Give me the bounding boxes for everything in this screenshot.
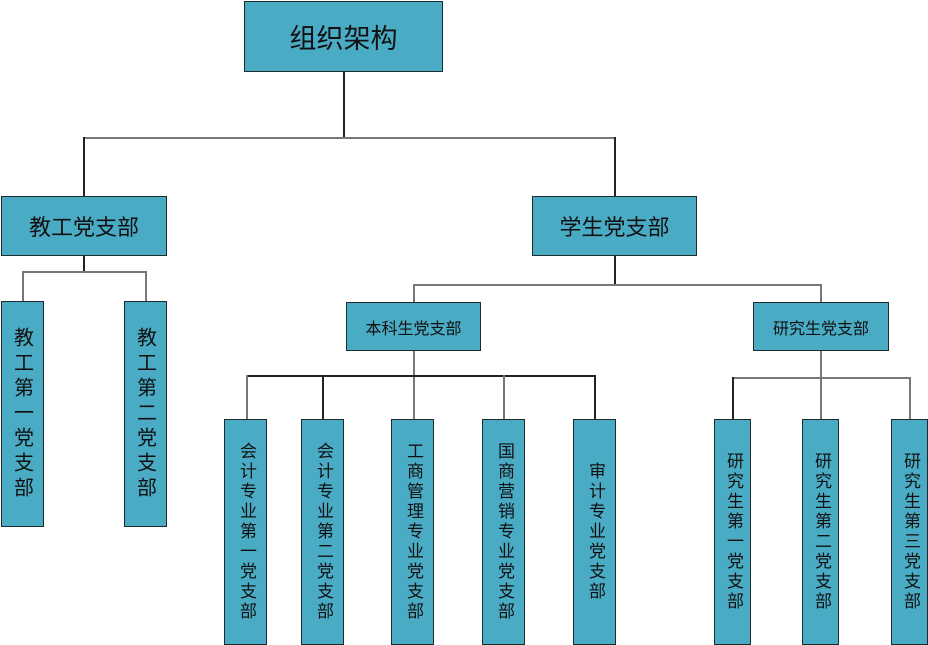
node-grad-1[interactable]: 研究生第一党支部 xyxy=(714,419,751,645)
connector xyxy=(246,375,248,420)
node-accounting-1[interactable]: 会计专业第一党支部 xyxy=(224,419,267,645)
node-root[interactable]: 组织架构 xyxy=(244,1,443,72)
connector xyxy=(343,71,345,138)
node-faculty-1[interactable]: 教工第一党支部 xyxy=(1,301,44,527)
node-grad-3[interactable]: 研究生第三党支部 xyxy=(891,419,928,645)
node-faculty-branch[interactable]: 教工党支部 xyxy=(1,196,167,256)
node-faculty-2[interactable]: 教工第二党支部 xyxy=(124,301,167,527)
node-accounting-2[interactable]: 会计专业第二党支部 xyxy=(301,419,344,645)
connector xyxy=(732,377,911,379)
connector xyxy=(22,271,146,273)
connector xyxy=(413,284,822,286)
node-grad-branch[interactable]: 研究生党支部 xyxy=(753,302,889,351)
node-business-admin[interactable]: 工商管理专业党支部 xyxy=(391,419,434,645)
node-undergrad-branch[interactable]: 本科生党支部 xyxy=(346,302,481,351)
node-intl-marketing[interactable]: 国商营销专业党支部 xyxy=(482,419,525,645)
connector xyxy=(22,271,24,302)
connector xyxy=(820,284,822,302)
connector xyxy=(732,377,734,420)
connector xyxy=(246,375,596,377)
connector xyxy=(83,137,85,197)
connector xyxy=(413,284,415,302)
node-audit[interactable]: 审计专业党支部 xyxy=(573,419,616,645)
connector xyxy=(145,271,147,302)
connector xyxy=(594,375,596,420)
connector xyxy=(83,255,85,271)
connector xyxy=(909,377,911,420)
node-student-branch[interactable]: 学生党支部 xyxy=(532,196,697,256)
connector xyxy=(83,137,616,139)
connector xyxy=(413,350,415,420)
connector xyxy=(614,255,616,285)
connector xyxy=(614,137,616,197)
connector xyxy=(503,375,505,420)
connector xyxy=(322,375,324,420)
node-grad-2[interactable]: 研究生第二党支部 xyxy=(802,419,839,645)
connector xyxy=(820,350,822,420)
